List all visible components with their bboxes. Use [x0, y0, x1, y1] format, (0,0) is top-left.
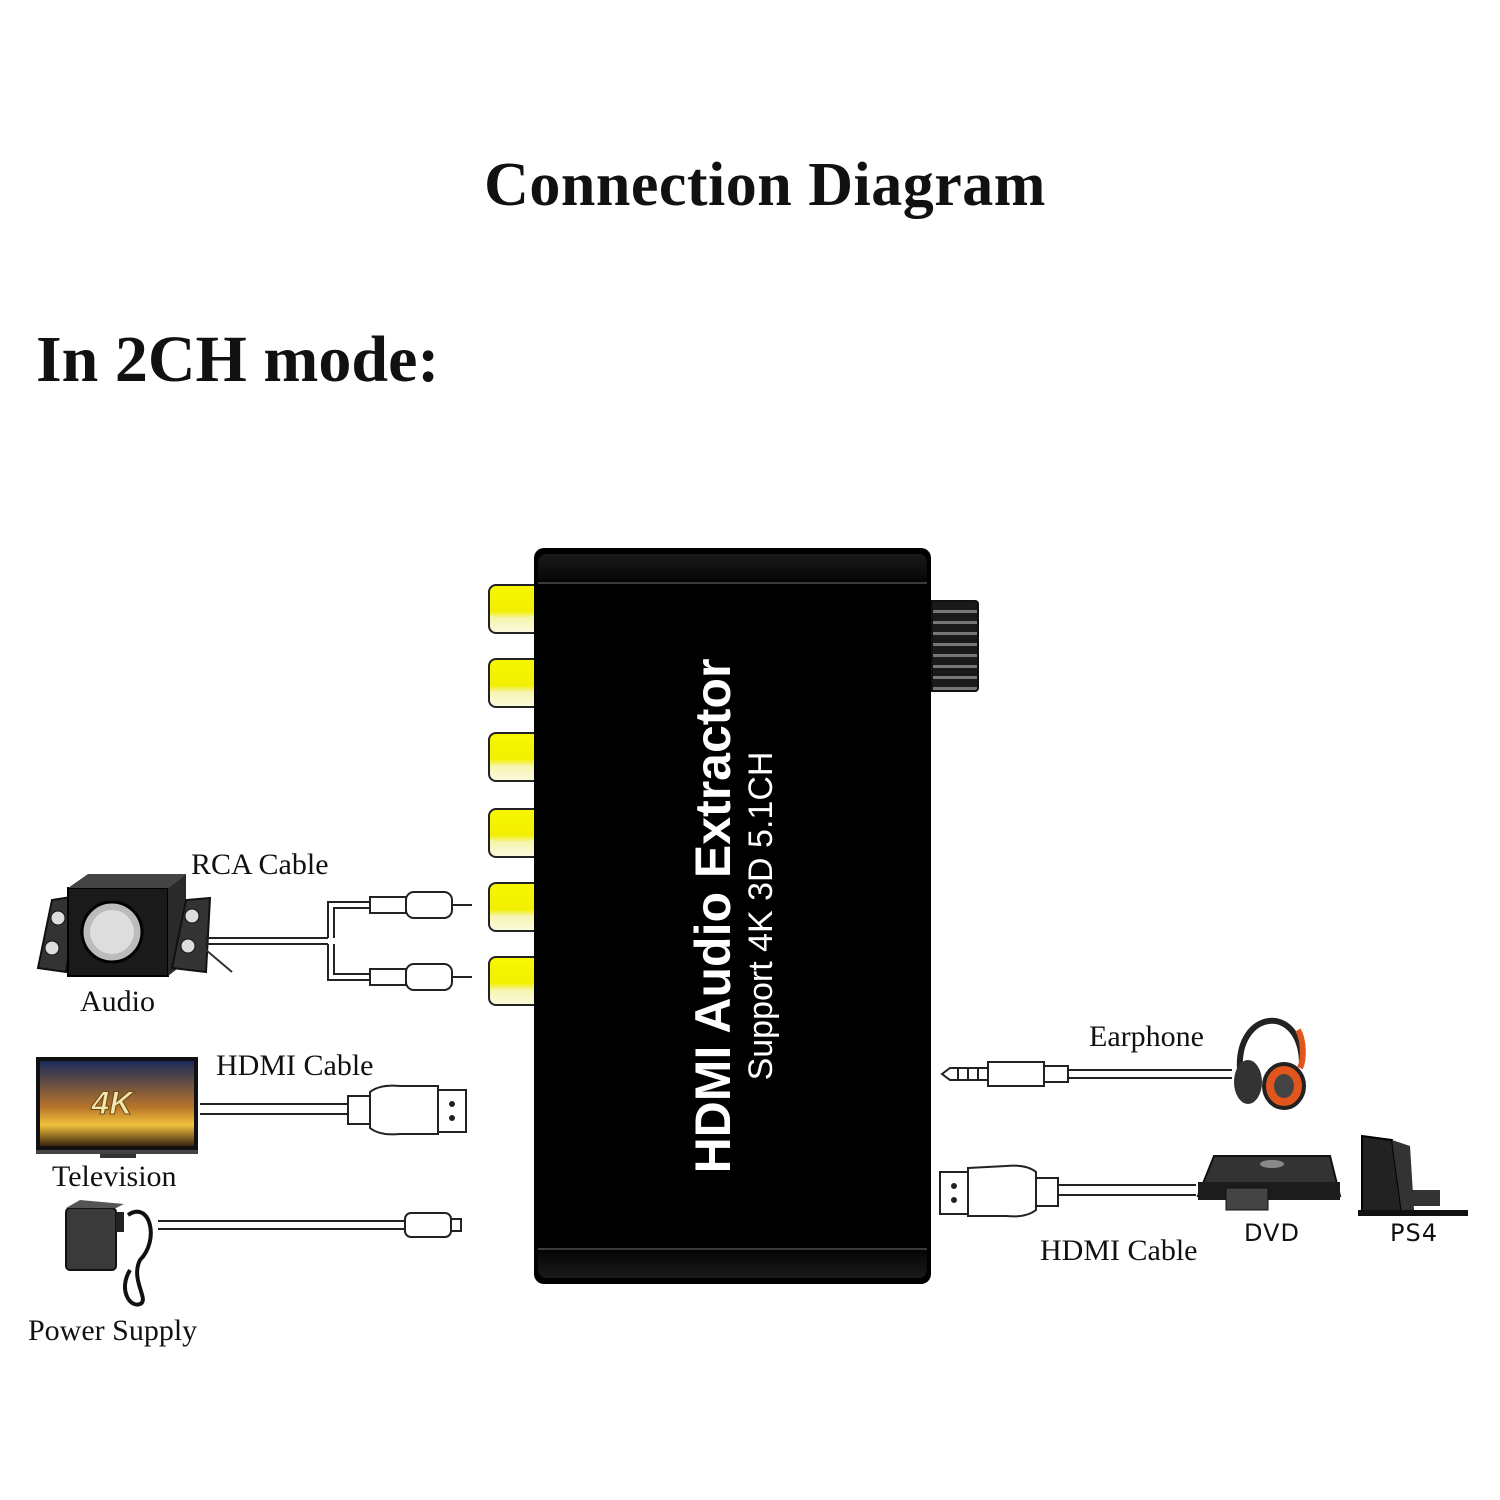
power-adapter-icon [65, 1200, 153, 1307]
device-bottom-edge [538, 1248, 927, 1278]
power-supply-label: Power Supply [28, 1314, 198, 1347]
rca-port-4[interactable] [488, 808, 536, 858]
rca-port-1[interactable] [488, 584, 536, 634]
dvd-label: DVD [1244, 1219, 1300, 1247]
power-cable [158, 1212, 462, 1238]
television-label: Television [52, 1160, 177, 1193]
rca-port-6[interactable] [488, 956, 536, 1006]
audio-label: Audio [80, 985, 155, 1018]
hdmi-cable-left [200, 1084, 467, 1136]
television-icon: 4K [36, 1057, 198, 1158]
earphone-label: Earphone [1089, 1020, 1204, 1053]
hdmi-audio-extractor-device: HDMI Audio Extractor Support 4K 3D 5.1CH [534, 548, 931, 1284]
hdmi-cable-right-label: HDMI Cable [1040, 1234, 1198, 1267]
rca-port-5[interactable] [488, 882, 536, 932]
headphones-icon [1234, 1018, 1306, 1110]
rca-port-3[interactable] [488, 732, 536, 782]
rca-port-2[interactable] [488, 658, 536, 708]
hdmi-cable-left-label: HDMI Cable [216, 1049, 374, 1082]
speaker-icon [36, 874, 233, 977]
tv-screen-text: 4K [91, 1085, 136, 1121]
volume-knob[interactable] [931, 600, 979, 692]
diagram-title: Connection Diagram [484, 151, 1046, 219]
audio-jack-cable [940, 1061, 1232, 1087]
device-label-block: HDMI Audio Extractor Support 4K 3D 5.1CH [685, 659, 781, 1174]
rca-cable-label: RCA Cable [191, 848, 329, 881]
hdmi-cable-right [939, 1164, 1196, 1218]
device-name: HDMI Audio Extractor [684, 658, 741, 1174]
mode-heading: In 2CH mode: [36, 323, 440, 396]
ps4-console-icon [1358, 1134, 1468, 1216]
dvd-player-icon [1196, 1155, 1342, 1211]
rca-cable [205, 891, 472, 991]
device-subtitle: Support 4K 3D 5.1CH [741, 751, 780, 1081]
ps4-label: PS4 [1390, 1219, 1438, 1247]
device-top-edge [538, 554, 927, 584]
